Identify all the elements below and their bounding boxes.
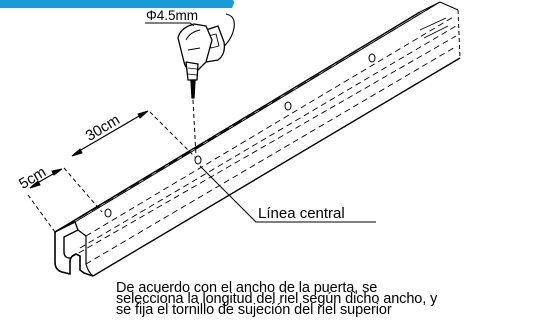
- center-line-label: Línea central: [258, 205, 345, 222]
- drill-guide-line: [192, 99, 197, 157]
- caption-line-3: se fija el tornillo de sujeción del riel…: [116, 302, 392, 318]
- installation-instructions: De acuerdo con el ancho de la puerta, se…: [116, 280, 532, 318]
- caption-line-1: De acuerdo con el ancho de la puerta, se: [116, 280, 378, 296]
- center-line-leader: [199, 165, 376, 223]
- header-bar: [0, 0, 234, 8]
- screw-hole: [284, 101, 292, 111]
- screw-holes: [104, 53, 376, 218]
- drill-bit-leader: [145, 22, 195, 27]
- dimension-lines: [27, 110, 197, 233]
- caption-line-2: selecciona la longitud del riel según di…: [116, 291, 438, 307]
- screw-hole: [368, 53, 376, 63]
- drill-bit-size-label: Φ4.5mm: [146, 8, 198, 23]
- power-drill-icon: [177, 13, 235, 99]
- dimension-30cm-label: 30cm: [83, 111, 123, 144]
- screw-hole: [194, 155, 202, 165]
- rail: [54, 1, 461, 277]
- dimension-5cm-label: 5cm: [16, 164, 49, 193]
- screw-hole: [104, 208, 112, 218]
